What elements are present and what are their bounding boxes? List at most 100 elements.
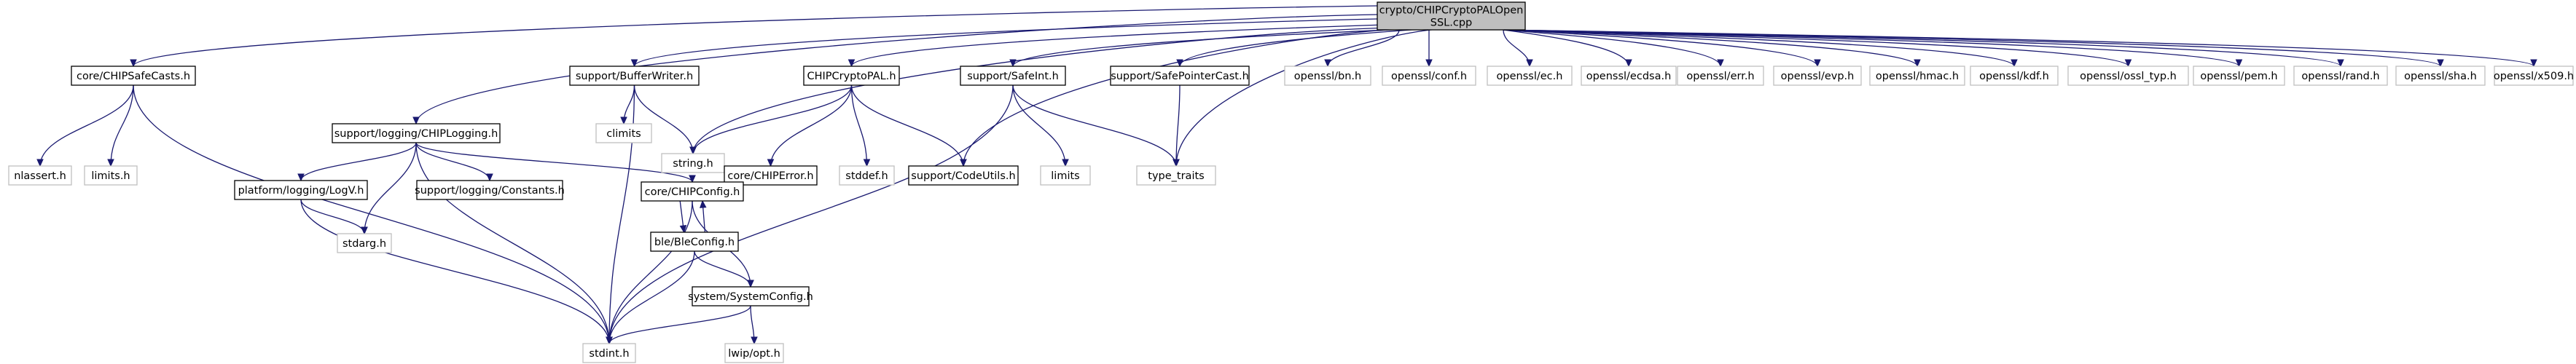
edge-safeint-to-typetraits bbox=[1012, 84, 1180, 167]
edge-bleconfig-to-chipconfig bbox=[699, 199, 707, 233]
node-box bbox=[908, 165, 1019, 186]
node-box bbox=[2293, 66, 2388, 86]
node-cryptopal[interactable]: CHIPCryptoPAL.h bbox=[803, 66, 900, 86]
edge-safecasts-to-nlassert bbox=[36, 84, 134, 167]
edge-root-to-safecasts bbox=[130, 5, 1378, 68]
node-chipconfig[interactable]: core/CHIPConfig.h bbox=[641, 181, 744, 202]
node-label: openssl/ecdsa.h bbox=[1586, 71, 1672, 82]
edge-root-to-err bbox=[1503, 29, 1724, 68]
node-x509: openssl/x509.h bbox=[2494, 66, 2574, 86]
node-box bbox=[650, 232, 739, 252]
node-label: stddef.h bbox=[845, 170, 888, 182]
node-label: support/logging/Constants.h bbox=[415, 185, 565, 197]
node-conf: openssl/conf.h bbox=[1382, 66, 1476, 86]
node-box bbox=[1284, 66, 1371, 86]
node-stdint: stdint.h bbox=[582, 343, 636, 363]
node-label: climits bbox=[606, 128, 641, 140]
node-label: openssl/x509.h bbox=[2494, 71, 2574, 82]
node-safecasts[interactable]: core/CHIPSafeCasts.h bbox=[71, 66, 196, 86]
node-box bbox=[724, 343, 784, 363]
edges-layer bbox=[36, 5, 2537, 345]
edge-cryptopal-to-chiperror bbox=[767, 84, 853, 167]
node-label: core/CHIPConfig.h bbox=[645, 186, 740, 198]
edge-systemconfig-to-lwipopt bbox=[750, 305, 758, 345]
edge-bleconfig-to-systemconfig bbox=[694, 250, 754, 288]
edge-systemconfig-to-stdint bbox=[606, 305, 751, 345]
edge-root-to-x509 bbox=[1503, 29, 2537, 68]
node-label: nlassert.h bbox=[14, 170, 66, 182]
node-constants[interactable]: support/logging/Constants.h bbox=[415, 180, 565, 200]
node-label: support/SafeInt.h bbox=[967, 71, 1059, 82]
edge-safeint-to-stdint bbox=[606, 84, 1014, 345]
edge-root-to-pem bbox=[1503, 29, 2243, 68]
node-box bbox=[1110, 66, 1250, 86]
edge-chiplogging-to-stdint bbox=[415, 142, 613, 345]
edge-bufferwriter-to-stringh bbox=[633, 84, 697, 155]
node-hmac: openssl/hmac.h bbox=[1869, 66, 1965, 86]
node-limitsh: limits.h bbox=[84, 165, 138, 186]
node-box bbox=[641, 181, 744, 202]
node-label: support/CodeUtils.h bbox=[911, 170, 1015, 182]
node-box bbox=[839, 165, 895, 186]
node-label: limits.h bbox=[91, 170, 130, 182]
node-label: support/logging/CHIPLogging.h bbox=[334, 128, 498, 140]
edge-root-to-ecdsa bbox=[1503, 29, 1632, 68]
edge-root-to-typetraits bbox=[1172, 28, 1440, 167]
node-box bbox=[803, 66, 900, 86]
node-evp: openssl/evp.h bbox=[1773, 66, 1862, 86]
node-safeint[interactable]: support/SafeInt.h bbox=[960, 66, 1066, 86]
edge-chipconfig-to-stdint bbox=[606, 200, 693, 345]
edge-chipconfig-to-bleconfig bbox=[679, 200, 687, 234]
node-box bbox=[661, 153, 725, 173]
node-box bbox=[2067, 66, 2189, 86]
node-bn: openssl/bn.h bbox=[1284, 66, 1371, 86]
node-limits: limits bbox=[1040, 165, 1091, 186]
node-safepointercast[interactable]: support/SafePointerCast.h bbox=[1110, 66, 1250, 86]
node-box bbox=[337, 233, 392, 253]
node-box bbox=[1487, 66, 1573, 86]
node-label: openssl/evp.h bbox=[1781, 71, 1855, 82]
node-box bbox=[1773, 66, 1862, 86]
node-label: openssl/sha.h bbox=[2404, 71, 2477, 82]
node-bleconfig[interactable]: ble/BleConfig.h bbox=[650, 232, 739, 252]
node-label: openssl/bn.h bbox=[1294, 71, 1361, 82]
node-box bbox=[2193, 66, 2285, 86]
node-stddef: stddef.h bbox=[839, 165, 895, 186]
node-ec: openssl/ec.h bbox=[1487, 66, 1573, 86]
node-bufferwriter[interactable]: support/BufferWriter.h bbox=[569, 66, 700, 86]
node-chiplogging[interactable]: support/logging/CHIPLogging.h bbox=[332, 123, 501, 143]
edge-root-to-chiplogging bbox=[412, 14, 1378, 125]
edge-safecasts-to-limitsh bbox=[107, 84, 134, 167]
node-stdarg: stdarg.h bbox=[337, 233, 392, 253]
node-lwipopt: lwip/opt.h bbox=[724, 343, 784, 363]
node-box bbox=[416, 180, 563, 200]
edge-cryptopal-to-codeutils bbox=[850, 84, 967, 167]
node-box bbox=[84, 165, 138, 186]
node-systemconfig[interactable]: system/SystemConfig.h bbox=[688, 286, 813, 306]
node-box bbox=[234, 180, 368, 200]
node-label: SSL.cpp bbox=[1430, 17, 1472, 29]
node-sha: openssl/sha.h bbox=[2395, 66, 2486, 86]
node-climits: climits bbox=[595, 123, 652, 143]
node-label: type_traits bbox=[1148, 170, 1204, 182]
node-logv[interactable]: platform/logging/LogV.h bbox=[234, 180, 368, 200]
node-label: limits bbox=[1051, 170, 1079, 182]
node-box bbox=[569, 66, 700, 86]
node-box bbox=[8, 165, 72, 186]
node-box bbox=[1869, 66, 1965, 86]
edge-root-to-ec bbox=[1503, 29, 1533, 68]
node-label: openssl/conf.h bbox=[1391, 71, 1467, 82]
node-typetraits: type_traits bbox=[1136, 165, 1216, 186]
node-label: openssl/ec.h bbox=[1497, 71, 1563, 82]
node-box bbox=[2494, 66, 2574, 86]
node-label: support/BufferWriter.h bbox=[576, 71, 693, 82]
node-label: platform/logging/LogV.h bbox=[238, 185, 364, 197]
edge-chiplogging-to-chipconfig bbox=[415, 142, 696, 183]
edge-root-to-bn bbox=[1324, 29, 1400, 68]
node-codeutils[interactable]: support/CodeUtils.h bbox=[908, 165, 1019, 186]
node-label: crypto/CHIPCryptoPALOpen bbox=[1379, 5, 1524, 17]
edge-cryptopal-to-stringh bbox=[689, 84, 853, 155]
node-label: core/CHIPError.h bbox=[727, 170, 813, 182]
node-ossltyp: openssl/ossl_typ.h bbox=[2067, 66, 2189, 86]
